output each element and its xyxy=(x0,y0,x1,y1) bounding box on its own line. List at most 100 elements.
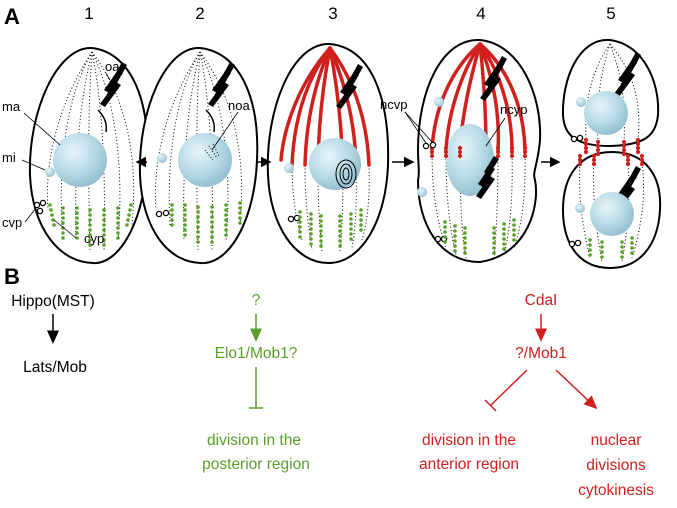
dot xyxy=(129,203,133,207)
leader-cyp xyxy=(53,219,77,239)
stage-number-5: 5 xyxy=(606,4,615,23)
red-activate-arrow xyxy=(555,369,598,410)
dot xyxy=(88,238,92,242)
dot xyxy=(309,227,313,231)
dot xyxy=(75,216,79,220)
dot xyxy=(338,219,342,223)
dot xyxy=(620,250,624,254)
dot xyxy=(595,147,601,153)
dot xyxy=(196,205,200,209)
dot xyxy=(577,157,583,163)
dot xyxy=(210,230,214,234)
dot xyxy=(512,233,516,237)
dot xyxy=(319,239,323,243)
dot xyxy=(443,153,449,159)
dot xyxy=(359,223,363,227)
dot xyxy=(319,229,323,233)
dot xyxy=(457,153,463,159)
dot xyxy=(210,240,214,244)
dot xyxy=(359,208,363,212)
dot xyxy=(630,246,634,250)
dot xyxy=(595,151,601,157)
dot xyxy=(88,223,92,227)
dot xyxy=(102,218,106,222)
cell-stage-3 xyxy=(266,42,390,265)
dot xyxy=(595,139,601,145)
dot xyxy=(620,245,624,249)
dot xyxy=(600,255,604,259)
dot xyxy=(88,218,92,222)
cytoproct-dots-group xyxy=(48,203,133,247)
dot xyxy=(183,208,187,212)
kinety-lines-posterior xyxy=(431,151,526,259)
dot xyxy=(512,218,516,222)
dot xyxy=(224,233,228,237)
dot xyxy=(309,212,313,216)
dot xyxy=(495,145,501,151)
dot xyxy=(102,228,106,232)
dot xyxy=(224,218,228,222)
dot xyxy=(502,242,506,246)
label-oa: oa xyxy=(105,59,120,74)
dot xyxy=(338,234,342,238)
dot xyxy=(600,250,604,254)
dot xyxy=(453,239,457,243)
dot xyxy=(349,217,353,221)
dot xyxy=(588,248,592,252)
dot xyxy=(443,225,447,229)
dot xyxy=(238,206,242,210)
kinety-lines xyxy=(46,51,135,251)
dot xyxy=(224,203,228,207)
stage-number-3: 3 xyxy=(328,4,337,23)
dot xyxy=(338,229,342,233)
dot xyxy=(116,211,120,215)
dot xyxy=(443,220,447,224)
dot xyxy=(88,213,92,217)
leader-mi xyxy=(21,159,46,171)
dot xyxy=(443,149,449,155)
dot xyxy=(630,251,634,255)
hippo-top-label: Hippo(MST) xyxy=(11,293,95,310)
leader-ncyp xyxy=(485,117,506,147)
dot xyxy=(463,246,467,250)
dot xyxy=(196,215,200,219)
dot xyxy=(127,213,131,217)
label-ncvp: ncvp xyxy=(380,97,407,112)
dot xyxy=(621,151,627,157)
contractile-vacuole-pores xyxy=(155,209,170,218)
dot xyxy=(50,213,54,217)
label-ncyp: ncyp xyxy=(500,102,527,117)
dot xyxy=(625,157,631,163)
kinety-lines-posterior xyxy=(291,164,370,253)
dot xyxy=(116,221,120,225)
dot xyxy=(495,153,501,159)
dot xyxy=(429,149,435,155)
dot xyxy=(463,241,467,245)
cytoproct-dots-group xyxy=(588,236,634,259)
dot xyxy=(49,208,53,212)
oral-apparatus xyxy=(97,62,127,133)
dot xyxy=(210,220,214,224)
dot xyxy=(61,206,65,210)
label-noa: noa xyxy=(228,98,250,113)
dot xyxy=(102,243,106,247)
dot xyxy=(116,206,120,210)
red-middle-label: ?/Mob1 xyxy=(515,345,567,362)
dot xyxy=(196,225,200,229)
dot xyxy=(61,231,65,235)
red-kineties xyxy=(430,42,527,152)
label-ma: ma xyxy=(2,99,21,114)
green-middle-label: Elo1/Mob1? xyxy=(215,345,298,362)
dot xyxy=(512,228,516,232)
cell-stage-4 xyxy=(416,38,542,264)
dot xyxy=(502,247,506,251)
dot xyxy=(61,211,65,215)
dot xyxy=(298,225,302,229)
dot xyxy=(170,213,174,217)
dot xyxy=(583,149,589,155)
dot xyxy=(349,222,353,226)
dot xyxy=(443,235,447,239)
dot xyxy=(577,161,583,167)
dot xyxy=(502,227,506,231)
oral-apparatus xyxy=(480,56,507,101)
